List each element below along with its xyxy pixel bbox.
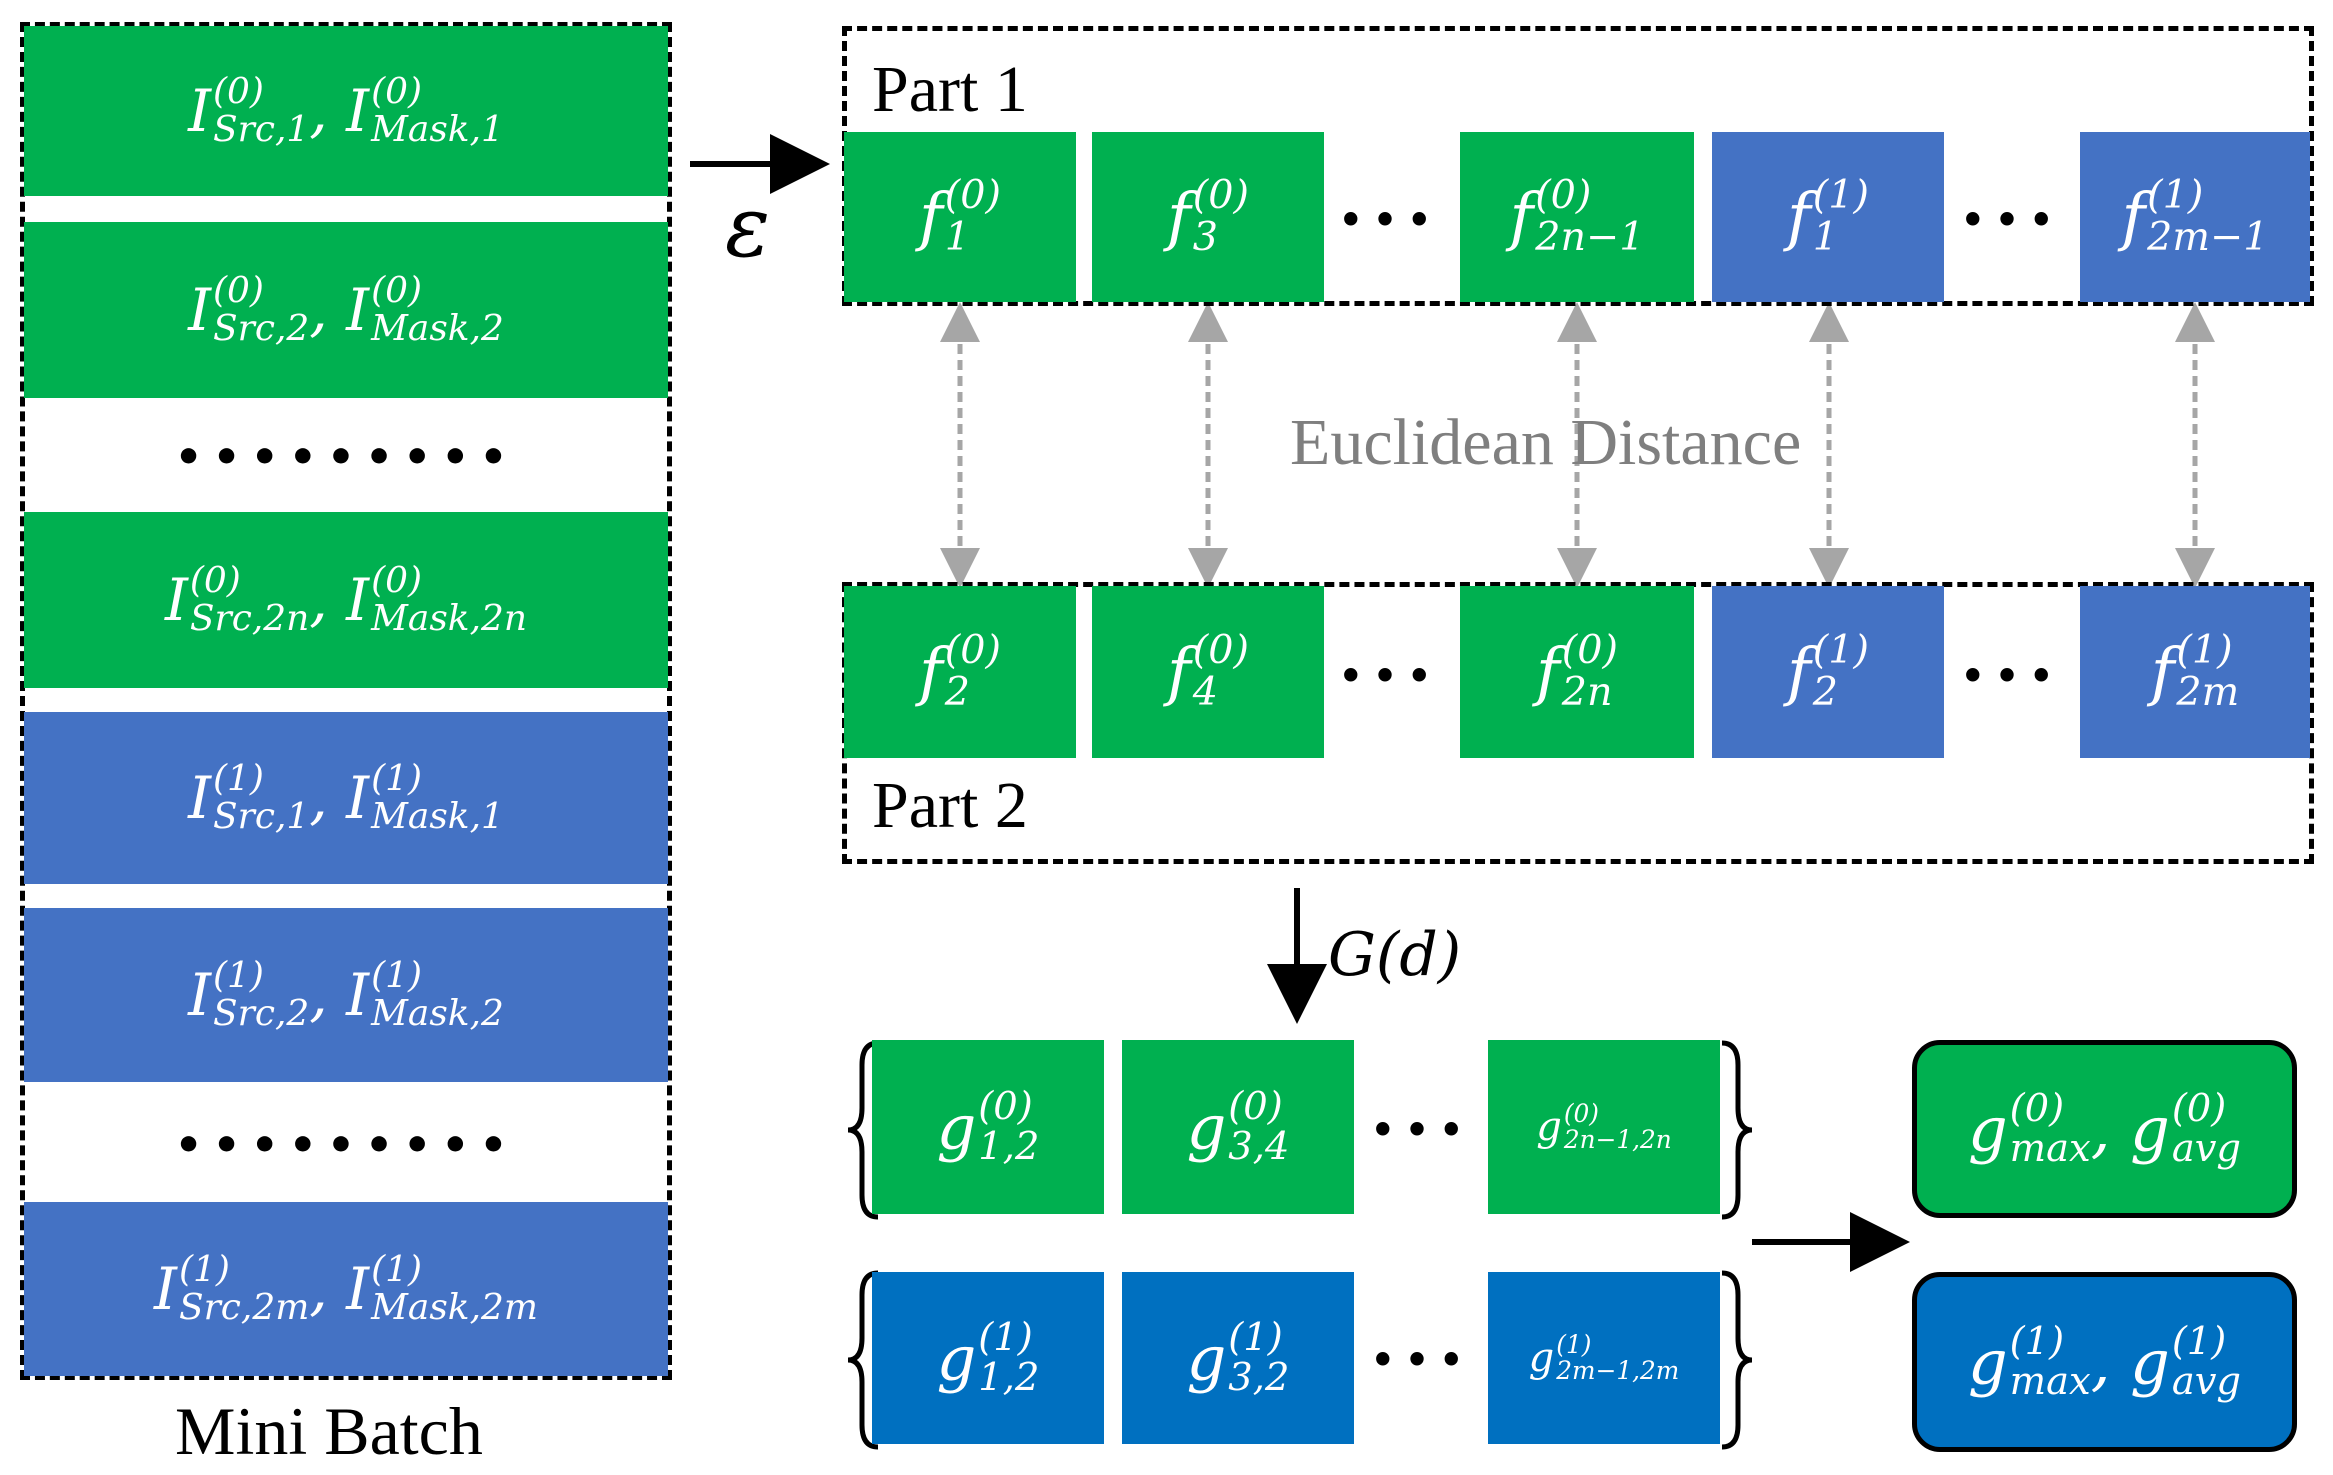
encoder-symbol: ε [725,178,771,276]
feature-ellipsis: ••• [1338,654,1442,698]
mini-batch-row: I (0)Src,2 , I (0)Mask,2 [24,222,668,398]
mini-batch-row: I (0)Src,2n , I (0)Mask,2n [24,512,668,688]
mini-batch-row: I (1)Src,1 , I (1)Mask,1 [24,712,668,884]
mini-batch-row: I (1)Src,2 , I (1)Mask,2 [24,908,668,1082]
left-brace [847,1040,879,1220]
distance-label: Euclidean Distance [1290,406,1802,479]
right-brace [1721,1270,1753,1450]
feature-cell: f(1)2 [1712,586,1944,758]
feature-cell: f(1)2m [2080,586,2310,758]
feature-cell: f(1)1 [1712,132,1944,302]
g-ellipsis: ••• [1370,1108,1474,1152]
right-brace [1721,1040,1753,1220]
g-cell: g(0)2n−1,2n [1488,1040,1720,1214]
mini-batch-label: Mini Batch [175,1393,483,1469]
part1-label: Part 1 [872,53,1028,126]
g-cell: g(1)3,2 [1122,1272,1354,1444]
g-cell: g(0)3,4 [1122,1040,1354,1214]
feature-cell: f(1)2m−1 [2080,132,2310,302]
feature-ellipsis: ••• [1960,198,2064,242]
left-brace [847,1270,879,1450]
feature-ellipsis: ••• [1960,654,2064,698]
feature-cell: f(0)1 [844,132,1076,302]
result-box-class1: g(1)max , g(1)avg [1912,1272,2297,1452]
g-cell: g(1)1,2 [872,1272,1104,1444]
feature-cell: f(0)2 [844,586,1076,758]
feature-cell: f(0)2n [1460,586,1694,758]
mini-batch-container [20,22,672,1380]
mini-batch-row: I (0)Src,1 , I (0)Mask,1 [24,26,668,196]
feature-cell: f(0)2n−1 [1460,132,1694,302]
mini-batch-row: I (1)Src,2m , I (1)Mask,2m [24,1202,668,1376]
feature-cell: f(0)4 [1092,586,1324,758]
g-function-label: G(d) [1328,920,1462,990]
feature-cell: f(0)3 [1092,132,1324,302]
result-box-class0: g(0)max , g(0)avg [1912,1040,2297,1218]
g-ellipsis: ••• [1370,1338,1474,1382]
g-cell: g(1)2m−1,2m [1488,1272,1720,1444]
mini-batch-ellipsis: ••••••••• [174,432,518,483]
feature-ellipsis: ••• [1338,198,1442,242]
mini-batch-ellipsis: ••••••••• [174,1120,518,1171]
part2-label: Part 2 [872,769,1028,842]
g-cell: g(0)1,2 [872,1040,1104,1214]
